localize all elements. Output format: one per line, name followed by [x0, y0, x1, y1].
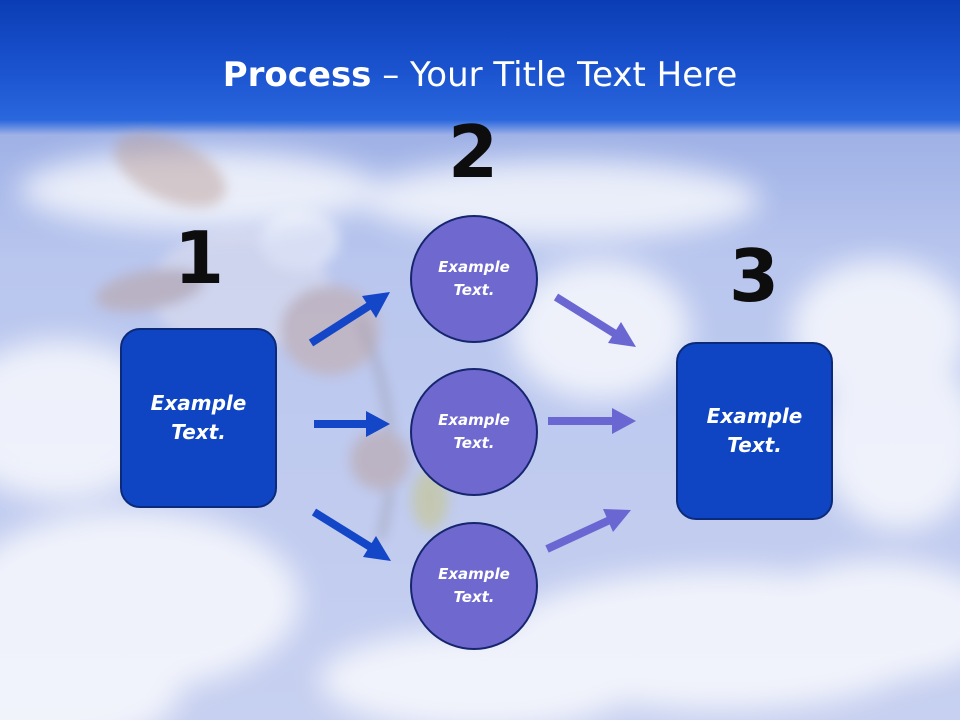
circle-bottom-text: Example Text.: [438, 565, 510, 606]
circle-middle-text: Example Text.: [438, 411, 510, 452]
arrow-left-to-middle: [314, 411, 390, 437]
right-process-box: Example Text.: [676, 342, 833, 520]
arrow-left-to-bottom: [311, 508, 391, 561]
step-number-2: 2: [447, 110, 499, 194]
left-box-text: Example Text.: [150, 391, 247, 444]
circle-top-text: Example Text.: [438, 258, 510, 299]
title-rest-text: – Your Title Text Here: [371, 55, 738, 95]
step-number-1: 1: [173, 216, 225, 300]
arrow-top-to-right: [553, 293, 636, 347]
title-bold-text: Process: [222, 55, 372, 95]
right-box-text: Example Text.: [706, 404, 803, 457]
cupid-figure-illustration: [95, 132, 448, 541]
left-process-box: Example Text.: [120, 328, 277, 508]
slide-title: Process – Your Title Text Here: [0, 52, 960, 98]
arrow-middle-to-right: [548, 408, 636, 434]
arrow-bottom-to-right: [545, 509, 631, 553]
circle-node-bottom: Example Text.: [410, 522, 538, 650]
step-number-3: 3: [728, 234, 780, 318]
circle-node-middle: Example Text.: [410, 368, 538, 496]
circle-node-top: Example Text.: [410, 215, 538, 343]
arrow-left-to-top: [308, 292, 390, 347]
